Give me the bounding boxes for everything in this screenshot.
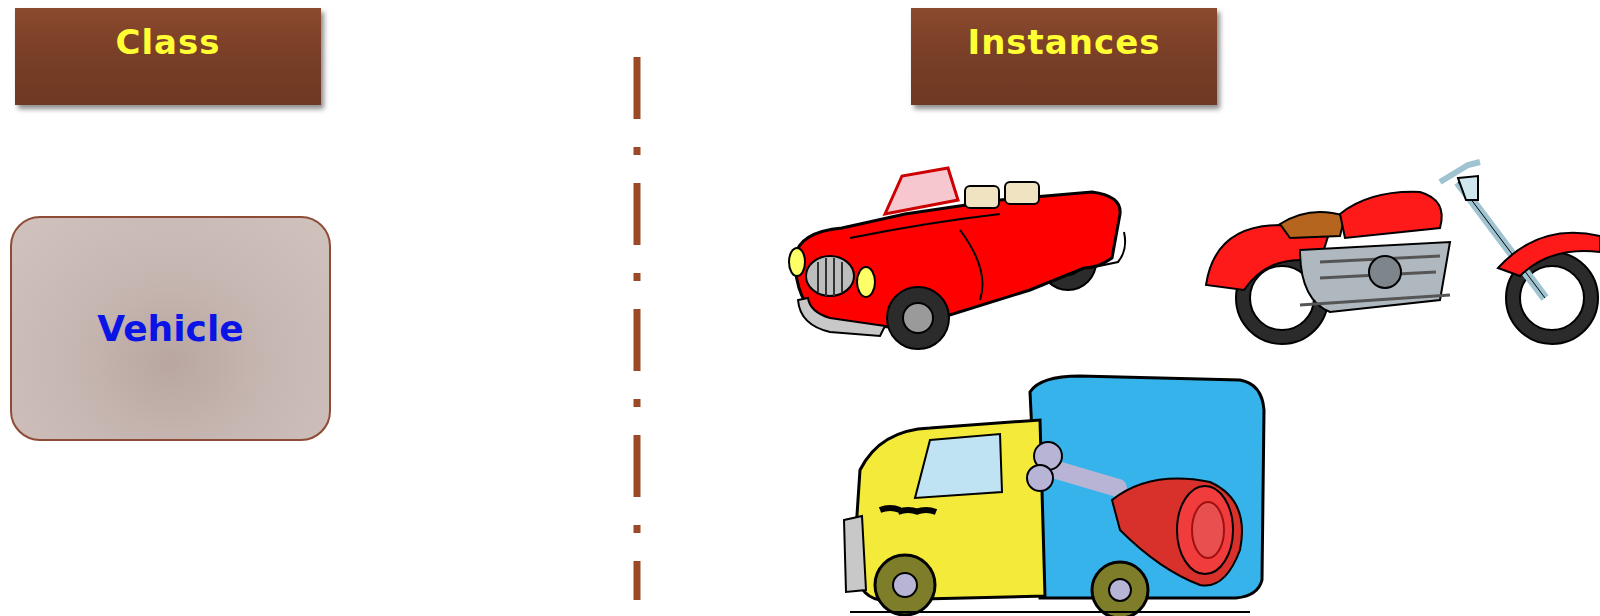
truck-illustration <box>1192 502 1224 558</box>
motorcycle-illustration <box>1498 233 1600 276</box>
car-illustration <box>798 298 885 336</box>
node-label: Vehicle <box>97 308 243 349</box>
motorcycle-illustration <box>1206 162 1600 344</box>
car-illustration <box>887 287 949 349</box>
truck-illustration <box>1030 376 1264 598</box>
truck-illustration <box>915 434 1002 498</box>
car-illustration <box>857 267 875 297</box>
truck-illustration <box>1027 465 1053 491</box>
motorcycle-illustration <box>1458 176 1478 200</box>
car-illustration <box>818 258 842 296</box>
motorcycle-illustration <box>1369 256 1401 288</box>
truck-illustration <box>844 516 866 592</box>
node-label: Class <box>115 22 220 62</box>
car-illustration <box>960 230 983 300</box>
truck-illustration <box>1109 579 1131 601</box>
truck-illustration <box>893 573 917 597</box>
car-illustration <box>965 186 999 208</box>
car-illustration <box>789 248 805 276</box>
car-illustration <box>795 192 1120 327</box>
motorcycle-illustration <box>1340 192 1442 238</box>
car-illustration <box>850 214 1000 238</box>
car-illustration <box>806 256 854 296</box>
car-illustration <box>903 303 933 333</box>
class-box: Vehicle <box>10 216 331 441</box>
truck-illustration <box>1177 486 1233 574</box>
truck-illustration <box>844 376 1264 616</box>
truck-illustration <box>875 555 935 615</box>
truck-illustration <box>1050 468 1118 488</box>
car-illustration <box>1005 182 1039 204</box>
header-box: Class <box>15 8 321 105</box>
motorcycle-illustration <box>1300 242 1450 312</box>
node-label: Instances <box>968 22 1161 62</box>
truck-illustration <box>1092 562 1148 616</box>
truck-illustration <box>850 611 1250 613</box>
truck-illustration <box>880 508 936 512</box>
motorcycle-illustration <box>1280 212 1345 238</box>
motorcycle-illustration <box>1300 256 1450 305</box>
divider-line <box>634 57 641 600</box>
header-box: Instances <box>911 8 1217 105</box>
car-illustration <box>885 168 958 214</box>
car-illustration <box>789 168 1125 349</box>
